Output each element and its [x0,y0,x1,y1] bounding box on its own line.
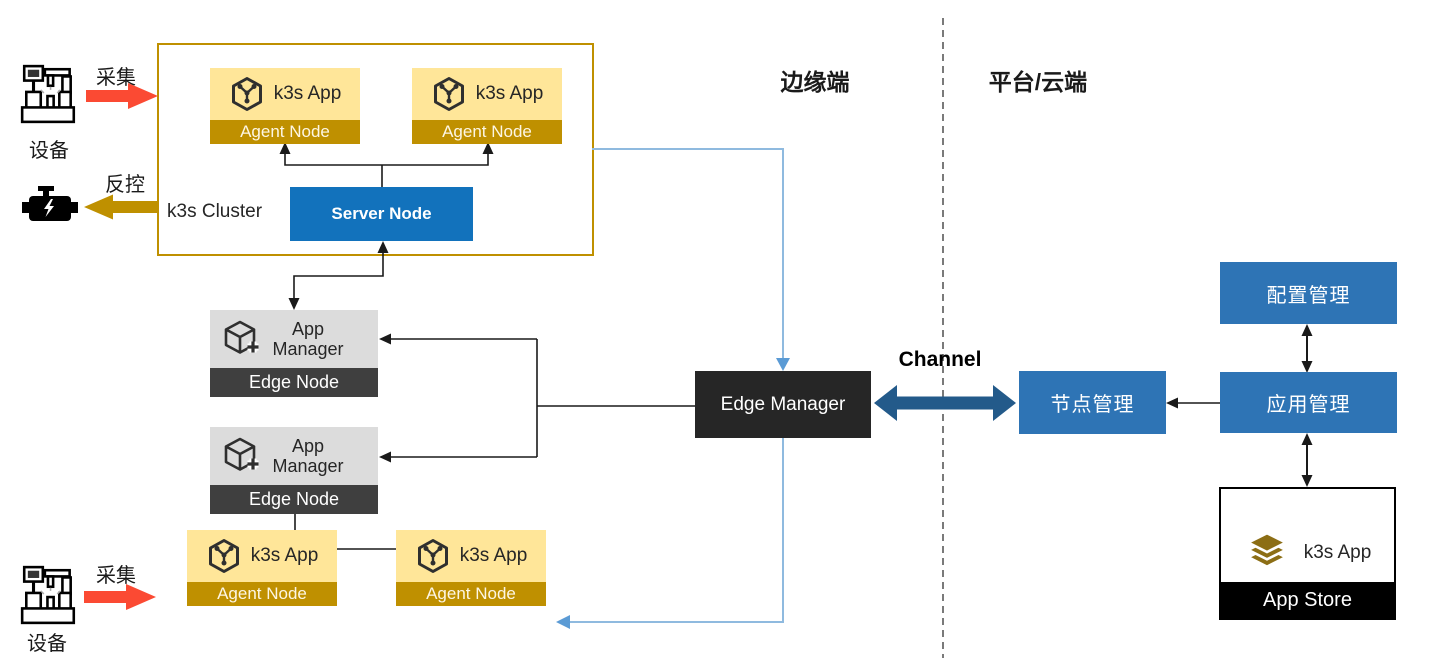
k3s-cluster-label: k3s Cluster [167,201,263,222]
k3s-app-node-4: k3s App Agent Node [396,530,546,606]
config-management-box: 配置管理 [1220,262,1397,324]
k3s-app-label: k3s App [475,83,544,104]
app-store-item-label: k3s App [1303,542,1372,563]
k3s-app-icon [208,539,239,573]
server-appmanager-line [293,253,384,298]
app-store-body: k3s App [1221,489,1394,582]
app-manager-body: App Manager [210,310,378,368]
device-label-bottom: 设备 [27,633,67,655]
arrowhead-down-appmanager1 [288,298,300,310]
agent-node-band: Agent Node [210,120,360,144]
reverse-control-label: 反控 [105,174,145,196]
app-store-box: k3s App App Store [1219,487,1396,620]
edgemanager-appmanagers-trunk [391,338,695,458]
k3s-app-icon [433,77,464,111]
reverse-control-arrow [84,194,157,220]
agent-node-band: Agent Node [396,582,546,606]
agent-node-band: Agent Node [187,582,337,606]
edge-node-band: Edge Node [210,368,378,397]
k3s-app-icon [231,77,262,111]
arrowhead-down-appstore [1301,475,1313,487]
cluster-edgemanager-blue-line [592,148,784,359]
k3s-app-label: k3s App [250,545,319,566]
app-manager-icon [224,437,259,471]
edge-node-band: Edge Node [210,485,378,514]
arrowhead-left-appmanager1 [379,333,391,345]
app-manager-node-2: App Manager Edge Node [210,427,378,514]
arrowhead-up-configmgmt [1301,324,1313,336]
app-manager-node-1: App Manager Edge Node [210,310,378,397]
arrowhead-left-appmanager2 [379,451,391,463]
app-manager-body: App Manager [210,427,378,485]
arrowhead-left-bottomagents [556,615,570,629]
k3s-app-node-1: k3s App Agent Node [210,68,360,144]
layers-icon [1244,531,1289,569]
app-manager-icon [224,320,259,354]
k3s-app-label: k3s App [459,545,528,566]
k3s-app-node-2: k3s App Agent Node [412,68,562,144]
k3s-app-body: k3s App [412,68,562,120]
k3s-app-body: k3s App [210,68,360,120]
device-label-top: 设备 [29,140,69,162]
edgemanager-bottomagents-blue-line [570,438,784,623]
app-management-box: 应用管理 [1220,372,1397,433]
app-store-band: App Store [1221,582,1394,618]
device-machine-icon-bottom [20,565,76,625]
k3s-app-node-3: k3s App Agent Node [187,530,337,606]
k3s-app-body: k3s App [187,530,337,582]
device-machine-icon-top [20,64,76,124]
arrowhead-left-nodemgmt [1166,397,1178,409]
edge-manager-box: Edge Manager [695,371,871,438]
k3s-app-body: k3s App [396,530,546,582]
server-node-box: Server Node [290,187,473,241]
engine-icon [22,186,78,221]
arrowhead-up-appmgmt [1301,433,1313,445]
cloud-side-header: 平台/云端 [988,69,1088,95]
app-manager-label: App Manager [272,319,344,359]
collect-label-bottom: 采集 [96,565,136,587]
collect-label-top: 采集 [96,67,136,89]
node-management-box: 节点管理 [1019,371,1166,434]
k3s-app-label: k3s App [273,83,342,104]
edge-side-header: 边缘端 [780,69,850,95]
channel-double-arrow [874,385,1016,421]
app-manager-label: App Manager [272,436,344,476]
k3s-app-icon [417,539,448,573]
arrowhead-down-edgemanager [776,358,790,371]
agent-node-band: Agent Node [412,120,562,144]
channel-label: Channel [898,348,982,371]
